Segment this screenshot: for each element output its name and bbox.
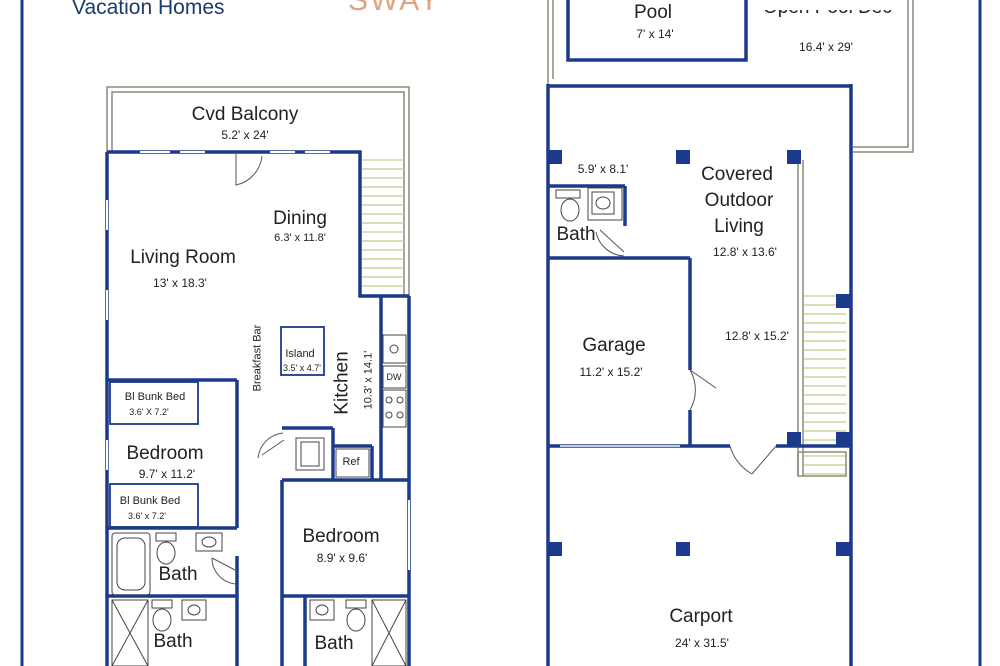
kitchen-appliances: [295, 334, 407, 478]
bath-small-fixtures: [555, 187, 623, 222]
bath-2-label: Bath: [153, 631, 193, 652]
logo-text: SWAY: [348, 0, 442, 17]
bath-small-dim: 5.9' x 8.1': [577, 162, 629, 176]
dining-dim: 6.3' x 11.8': [274, 232, 326, 244]
columns: [548, 150, 850, 556]
pool-label: Pool: [633, 2, 673, 23]
dining-label: Dining: [273, 208, 327, 229]
bath-3-fixtures: [309, 599, 407, 666]
covered-outdoor-dim: 12.8' x 13.6': [713, 245, 777, 259]
bunk-bed-2-label: Bl Bunk Bed: [119, 495, 181, 507]
living-room-label: Living Room: [130, 247, 236, 268]
covered-outdoor-label-3: Living: [714, 216, 764, 237]
island-dim: 3.5' x 4.7': [283, 363, 321, 373]
carport-dim: 24' x 31.5': [675, 636, 729, 650]
cvd-balcony-dim: 5.2' x 24': [221, 128, 269, 142]
kitchen-dim: 10.3' x 14.1': [362, 350, 375, 410]
pool-decking-label-text: Open Pool Decking: [763, 10, 893, 18]
dw-label: DW: [386, 372, 402, 382]
bedroom-2-dim: 8.9' x 9.6': [316, 551, 368, 565]
bath-1-fixtures: [111, 532, 223, 596]
bath-1-label: Bath: [158, 564, 198, 585]
window-marks: [106, 151, 410, 570]
outdoor-stairs: [804, 295, 846, 475]
island-outline: [280, 326, 325, 376]
island-label: Island: [285, 348, 315, 360]
balcony-outline: [106, 86, 410, 296]
balcony-stairs: [362, 159, 404, 287]
pool-decking-dim: 16.4' x 29': [799, 40, 853, 54]
stair-rails: [797, 160, 847, 477]
bunk-beds: [109, 381, 199, 528]
bath-2-fixtures: [111, 599, 207, 666]
living-room-dim: 13' x 18.3': [153, 276, 207, 290]
covered-outdoor-label-2: Outdoor: [704, 190, 774, 211]
pool-outline: [566, 0, 748, 62]
pool-decking-label: Open Pool Decking: [763, 10, 893, 34]
outdoor-stairs-dim: 12.8' x 15.2': [725, 329, 789, 343]
carport-label: Carport: [669, 606, 733, 627]
cvd-balcony-label: Cvd Balcony: [191, 104, 299, 125]
garage-label: Garage: [582, 335, 646, 356]
bunk-bed-1-dim: 3.6' X 7.2': [129, 407, 169, 417]
ref-label: Ref: [342, 456, 360, 468]
bedroom-2-label: Bedroom: [302, 526, 380, 547]
bath-small-label: Bath: [556, 224, 596, 245]
walls-upper-floor: [105, 150, 411, 666]
brand-title: Vacation Homes: [72, 0, 225, 19]
door-swings: [211, 152, 285, 585]
breakfast-bar-label: Breakfast Bar: [251, 324, 264, 392]
bedroom-1-label: Bedroom: [126, 443, 204, 464]
pool-deck-outline: [547, 0, 914, 153]
bunk-bed-1-label: Bl Bunk Bed: [124, 391, 186, 403]
bath-3-label: Bath: [314, 633, 354, 654]
page-frame: [20, 0, 982, 666]
garage-dim: 11.2' x 15.2': [579, 365, 643, 379]
ground-door-swings: [595, 229, 777, 475]
bedroom-1-dim: 9.7' x 11.2': [138, 467, 196, 481]
kitchen-label: Kitchen: [331, 351, 353, 415]
covered-outdoor-label-1: Covered: [701, 164, 773, 185]
pool-dim: 7' x 14': [636, 27, 674, 41]
bunk-bed-2-dim: 3.6' x 7.2': [128, 511, 166, 521]
